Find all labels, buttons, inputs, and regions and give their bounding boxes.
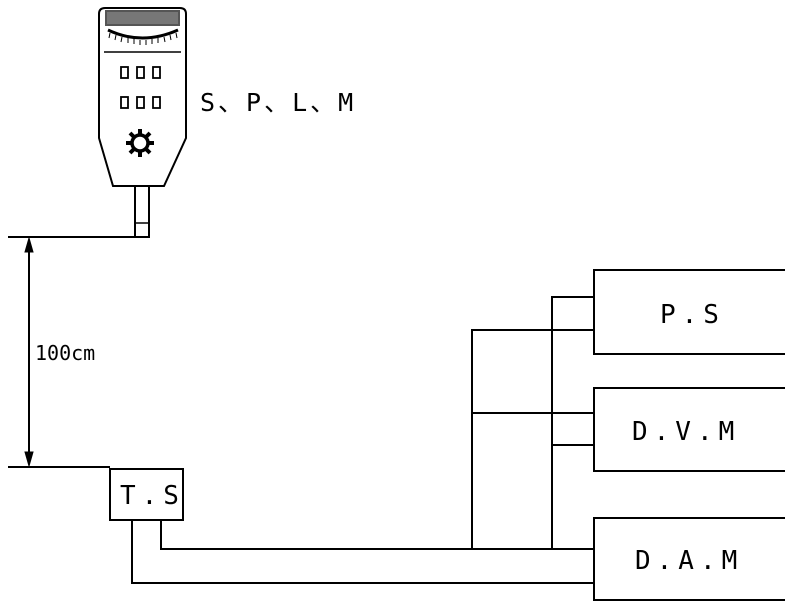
meter-label: S、P、L、M	[200, 88, 356, 117]
ps-label: P.S	[660, 300, 725, 330]
ts-label: T.S	[120, 481, 185, 511]
dimension-label: 100cm	[35, 341, 95, 365]
dvm-label: D.V.M	[632, 417, 740, 447]
height-dimension	[8, 236, 135, 468]
dvm-box	[593, 387, 785, 472]
ts-box	[109, 468, 184, 521]
dam-label: D.A.M	[635, 546, 743, 576]
sound-level-meter-icon	[98, 7, 187, 238]
dam-box	[593, 517, 785, 601]
gear-icon	[126, 129, 154, 157]
ps-box	[593, 269, 785, 355]
wiring	[131, 296, 594, 584]
